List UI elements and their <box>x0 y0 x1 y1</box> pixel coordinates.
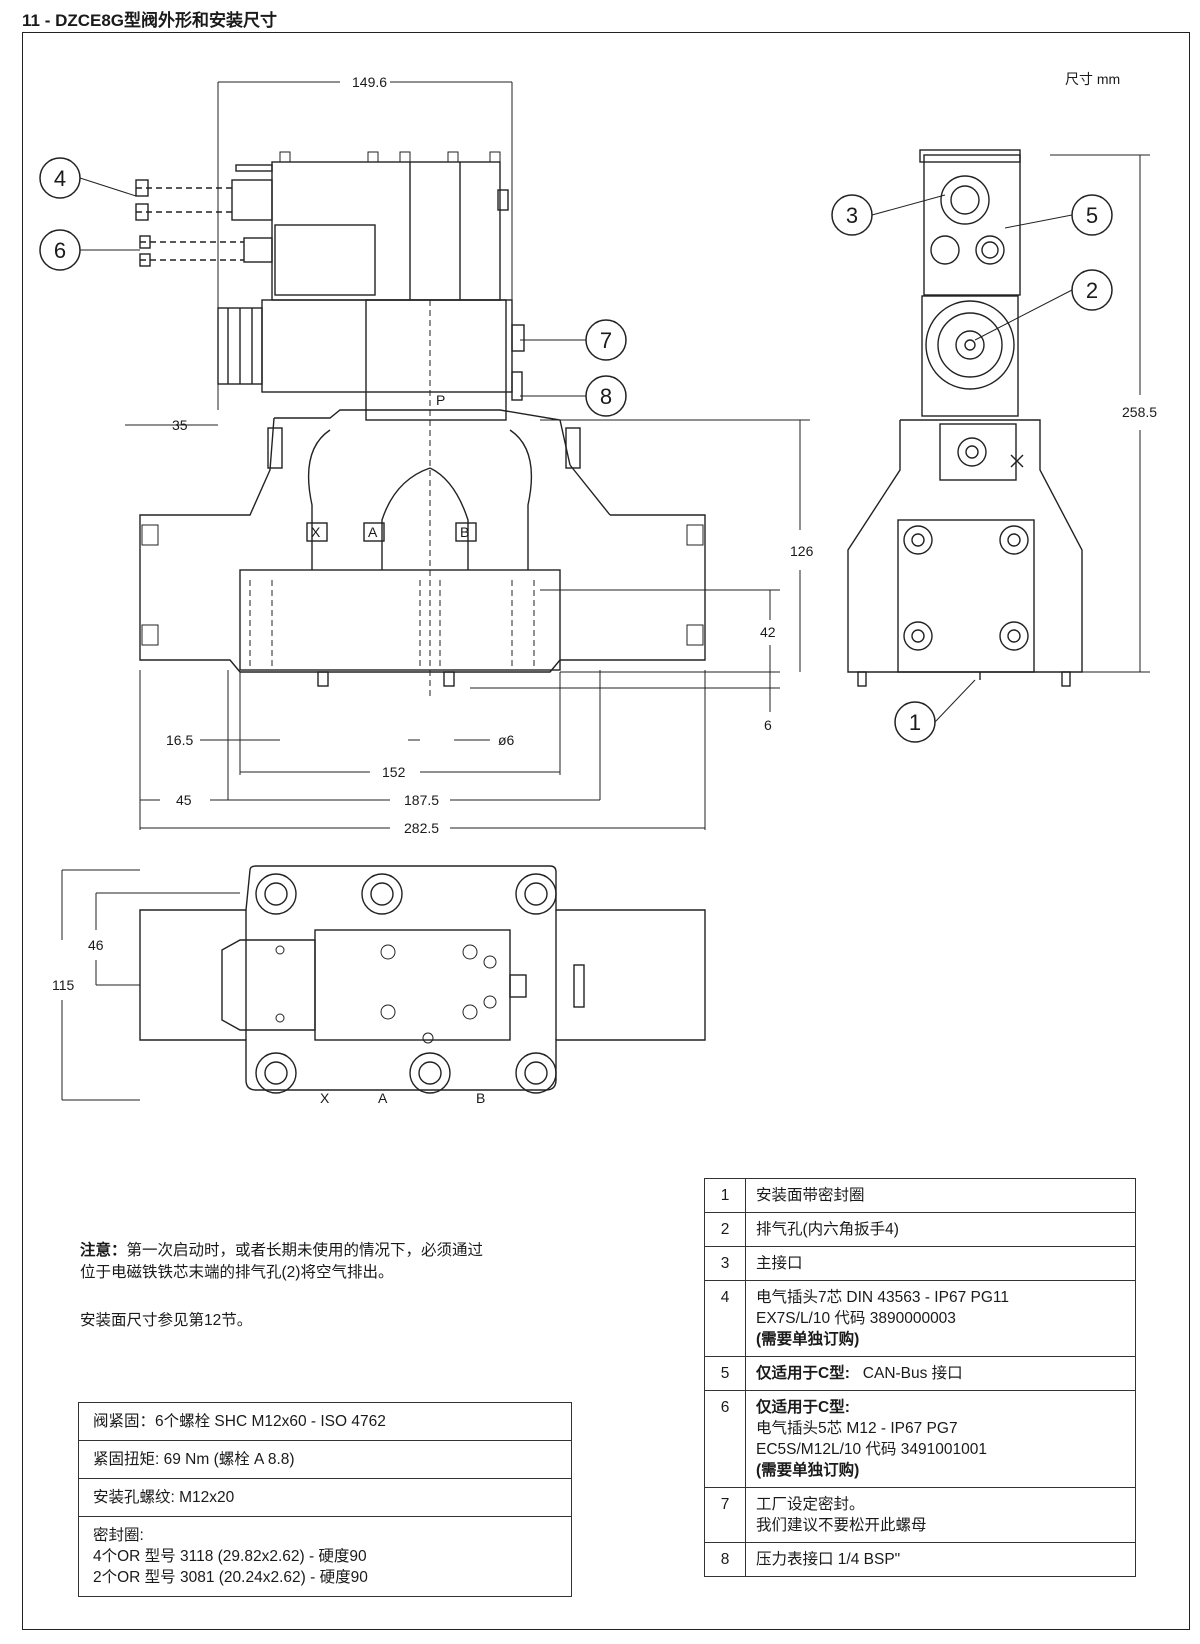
page-frame <box>22 32 1190 1630</box>
item-num: 7 <box>704 1487 746 1543</box>
item-line: 电气插头5芯 M12 - IP67 PG7 <box>756 1420 958 1437</box>
table-row: 6 仅适用于C型: 电气插头5芯 M12 - IP67 PG7 EC5S/M12… <box>704 1390 1136 1488</box>
seals-line-2: 2个OR 型号 3081 (20.24x2.62) - 硬度90 <box>93 1569 368 1586</box>
port-label-b: B <box>460 524 469 540</box>
table-row: 1 安装面带密封圈 <box>704 1178 1136 1213</box>
item-num: 5 <box>704 1356 746 1391</box>
item-line: 我们建议不要松开此螺母 <box>756 1517 927 1534</box>
dim-115: 115 <box>52 977 75 993</box>
item-num: 6 <box>704 1390 746 1488</box>
spec-table: 阀紧固：6个螺栓 SHC M12x60 - ISO 4762 紧固扭矩: 69 … <box>78 1402 572 1597</box>
table-row: 8 压力表接口 1/4 BSP" <box>704 1542 1136 1577</box>
spec-row: 密封圈: 4个OR 型号 3118 (29.82x2.62) - 硬度90 2个… <box>78 1516 572 1597</box>
callout-8: 8 <box>600 384 612 409</box>
table-row: 5 仅适用于C型: CAN-Bus 接口 <box>704 1356 1136 1391</box>
page-title: 11 - DZCE8G型阀外形和安装尺寸 <box>22 11 278 30</box>
callout-3: 3 <box>846 203 858 228</box>
unit-label: 尺寸 mm <box>1065 71 1120 87</box>
item-detail: CAN-Bus 接口 <box>862 1365 963 1382</box>
note-text: 注意：第一次启动时，或者长期未使用的情况下，必须通过 位于电磁铁铁芯末端的排气孔… <box>80 1240 580 1284</box>
item-text: 仅适用于C型: 电气插头5芯 M12 - IP67 PG7 EC5S/M12L/… <box>745 1390 1136 1488</box>
dim-6: 6 <box>764 717 772 733</box>
item-text: 电气插头7芯 DIN 43563 - IP67 PG11 EX7S/L/10 代… <box>745 1280 1136 1357</box>
callout-7: 7 <box>600 328 612 353</box>
item-num: 2 <box>704 1212 746 1247</box>
dim-42: 42 <box>760 624 776 640</box>
callout-6: 6 <box>54 238 66 263</box>
top-port-b: B <box>476 1090 485 1106</box>
dim-46: 46 <box>88 937 104 953</box>
dim-282-5: 282.5 <box>404 820 439 836</box>
item-num: 1 <box>704 1178 746 1213</box>
spec-row: 紧固扭矩: 69 Nm (螺栓 A 8.8) <box>78 1440 572 1479</box>
item-text: 压力表接口 1/4 BSP" <box>745 1542 1136 1577</box>
port-label-p: P <box>436 392 445 408</box>
note-label: 注意： <box>80 1242 127 1259</box>
spec-seals: 密封圈: 4个OR 型号 3118 (29.82x2.62) - 硬度90 2个… <box>78 1516 572 1597</box>
item-line: EC5S/M12L/10 代码 3491001001 <box>756 1441 987 1458</box>
item-num: 8 <box>704 1542 746 1577</box>
port-label-x: X <box>311 524 321 540</box>
dim-187-5: 187.5 <box>404 792 439 808</box>
dim-149-6: 149.6 <box>352 74 387 90</box>
dim-258-5: 258.5 <box>1122 404 1157 420</box>
mounting-reference: 安装面尺寸参见第12节。 <box>80 1312 253 1329</box>
table-row: 3 主接口 <box>704 1246 1136 1281</box>
item-text: 仅适用于C型: CAN-Bus 接口 <box>745 1356 1136 1391</box>
table-row: 2 排气孔(内六角扳手4) <box>704 1212 1136 1247</box>
item-text: 排气孔(内六角扳手4) <box>745 1212 1136 1247</box>
seals-line-1: 4个OR 型号 3118 (29.82x2.62) - 硬度90 <box>93 1548 367 1565</box>
spec-row: 阀紧固：6个螺栓 SHC M12x60 - ISO 4762 <box>78 1402 572 1441</box>
item-text: 安装面带密封圈 <box>745 1178 1136 1213</box>
table-row: 7 工厂设定密封。 我们建议不要松开此螺母 <box>704 1487 1136 1543</box>
top-port-a: A <box>378 1090 388 1106</box>
callout-4: 4 <box>54 166 66 191</box>
item-line: 电气插头7芯 DIN 43563 - IP67 PG11 <box>756 1289 1009 1306</box>
seals-title: 密封圈: <box>93 1527 144 1544</box>
item-num: 3 <box>704 1246 746 1281</box>
spec-torque: 紧固扭矩: 69 Nm (螺栓 A 8.8) <box>78 1440 572 1479</box>
item-line-bold: (需要单独订购) <box>756 1331 860 1348</box>
dim-152: 152 <box>382 764 406 780</box>
callout-2: 2 <box>1086 278 1098 303</box>
item-bold: 仅适用于C型: <box>756 1399 850 1416</box>
item-line: EX7S/L/10 代码 3890000003 <box>756 1310 956 1327</box>
dim-phi6: ø6 <box>498 732 515 748</box>
note-line-1: 第一次启动时，或者长期未使用的情况下，必须通过 <box>126 1242 484 1259</box>
table-row: 4 电气插头7芯 DIN 43563 - IP67 PG11 EX7S/L/10… <box>704 1280 1136 1357</box>
item-num: 4 <box>704 1280 746 1357</box>
item-line-bold: (需要单独订购) <box>756 1462 860 1479</box>
dim-35: 35 <box>172 417 188 433</box>
items-table: 1 安装面带密封圈 2 排气孔(内六角扳手4) 3 主接口 4 电气插头7芯 D… <box>704 1178 1136 1577</box>
dim-16-5: 16.5 <box>166 732 193 748</box>
dim-45: 45 <box>176 792 192 808</box>
callout-1: 1 <box>909 710 921 735</box>
note-line-2: 位于电磁铁铁芯末端的排气孔(2)将空气排出。 <box>80 1264 394 1281</box>
item-line: 工厂设定密封。 <box>756 1496 865 1513</box>
spec-fastening: 阀紧固：6个螺栓 SHC M12x60 - ISO 4762 <box>78 1402 572 1441</box>
spec-thread: 安装孔螺纹: M12x20 <box>78 1478 572 1517</box>
callout-5: 5 <box>1086 203 1098 228</box>
spec-row: 安装孔螺纹: M12x20 <box>78 1478 572 1517</box>
item-text: 主接口 <box>745 1246 1136 1281</box>
port-label-a: A <box>368 524 378 540</box>
top-port-x: X <box>320 1090 330 1106</box>
item-bold: 仅适用于C型: <box>756 1365 850 1382</box>
item-text: 工厂设定密封。 我们建议不要松开此螺母 <box>745 1487 1136 1543</box>
dim-126: 126 <box>790 543 814 559</box>
